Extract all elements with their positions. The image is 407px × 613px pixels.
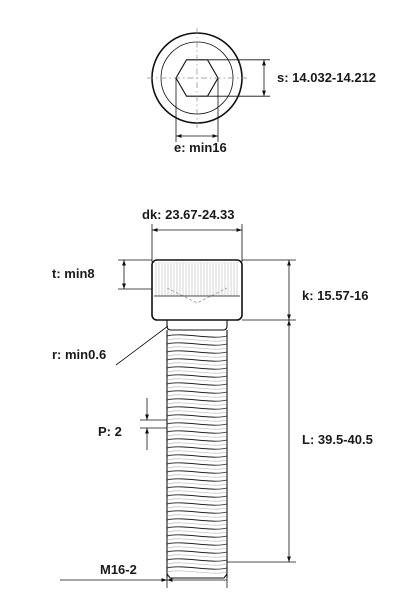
thread-root (166, 546, 228, 550)
thread-root (166, 362, 228, 366)
underhead-neck (166, 320, 228, 331)
thread-root (166, 458, 228, 462)
thread-root (166, 434, 228, 438)
thread-root (166, 394, 228, 398)
thread-root (166, 474, 228, 478)
thread-crest (166, 518, 228, 522)
thread-root (166, 490, 228, 494)
thread-crest (166, 414, 228, 418)
thread-crest (166, 454, 228, 458)
thread-crest (166, 542, 228, 546)
thread-crest (166, 398, 228, 402)
thread-root (166, 402, 228, 406)
thread-root (166, 410, 228, 414)
thread-pattern (166, 334, 228, 574)
thread-crest (166, 366, 228, 370)
r-dimension-label: r: min0.6 (52, 347, 106, 362)
thread-root (166, 370, 228, 374)
thread-root (166, 482, 228, 486)
thread-crest (166, 438, 228, 442)
thread-crest (166, 430, 228, 434)
thread-root (166, 346, 228, 350)
thread-root (166, 530, 228, 534)
thread-crest (166, 494, 228, 498)
thread-crest (166, 478, 228, 482)
thread-root (166, 562, 228, 566)
thread-root (166, 498, 228, 502)
thread-size-label: M16-2 (100, 562, 137, 577)
thread-crest (166, 534, 228, 538)
l-dimension-label: L: 39.5-40.5 (302, 432, 373, 447)
thread-crest (166, 350, 228, 354)
e-dimension-label: e: min16 (174, 140, 227, 155)
thread-crest (166, 486, 228, 490)
thread-root (166, 338, 228, 342)
shank-tip (166, 573, 228, 579)
thread-root (166, 554, 228, 558)
thread-root (166, 570, 228, 574)
thread-root (166, 442, 228, 446)
thread-crest (166, 374, 228, 378)
thread-root (166, 378, 228, 382)
thread-crest (166, 566, 228, 570)
thread-crest (166, 406, 228, 410)
thread-crest (166, 446, 228, 450)
socket-depth-hidden (166, 287, 228, 304)
thread-root (166, 386, 228, 390)
thread-crest (166, 550, 228, 554)
t-dimension-label: t: min8 (52, 266, 95, 281)
thread-root (166, 506, 228, 510)
p-dimension-label: P: 2 (98, 424, 122, 439)
thread-crest (166, 390, 228, 394)
r-leader-line (115, 325, 169, 366)
thread-crest (166, 502, 228, 506)
side-view: dk: 23.67-24.33 t: min8 k: 15.57-16 r: m… (52, 207, 373, 588)
thread-crest (166, 422, 228, 426)
thread-crest (166, 470, 228, 474)
thread-crest (166, 334, 228, 338)
thread-root (166, 514, 228, 518)
thread-root (166, 426, 228, 430)
thread-root (166, 418, 228, 422)
s-dimension-label: s: 14.032-14.212 (277, 70, 376, 85)
head-knurling (155, 262, 238, 296)
thread-crest (166, 510, 228, 514)
screw-head (151, 259, 243, 321)
thread-root (166, 538, 228, 542)
thread-root (166, 450, 228, 454)
thread-crest (166, 358, 228, 362)
thread-crest (166, 342, 228, 346)
dk-dimension-label: dk: 23.67-24.33 (142, 207, 235, 222)
thread-crest (166, 382, 228, 386)
k-dimension-label: k: 15.57-16 (302, 288, 369, 303)
thread-root (166, 522, 228, 526)
top-view: s: 14.032-14.212 e: min16 (147, 28, 376, 155)
thread-crest (166, 462, 228, 466)
thread-crest (166, 526, 228, 530)
thread-root (166, 466, 228, 470)
thread-root (166, 354, 228, 358)
thread-crest (166, 558, 228, 562)
